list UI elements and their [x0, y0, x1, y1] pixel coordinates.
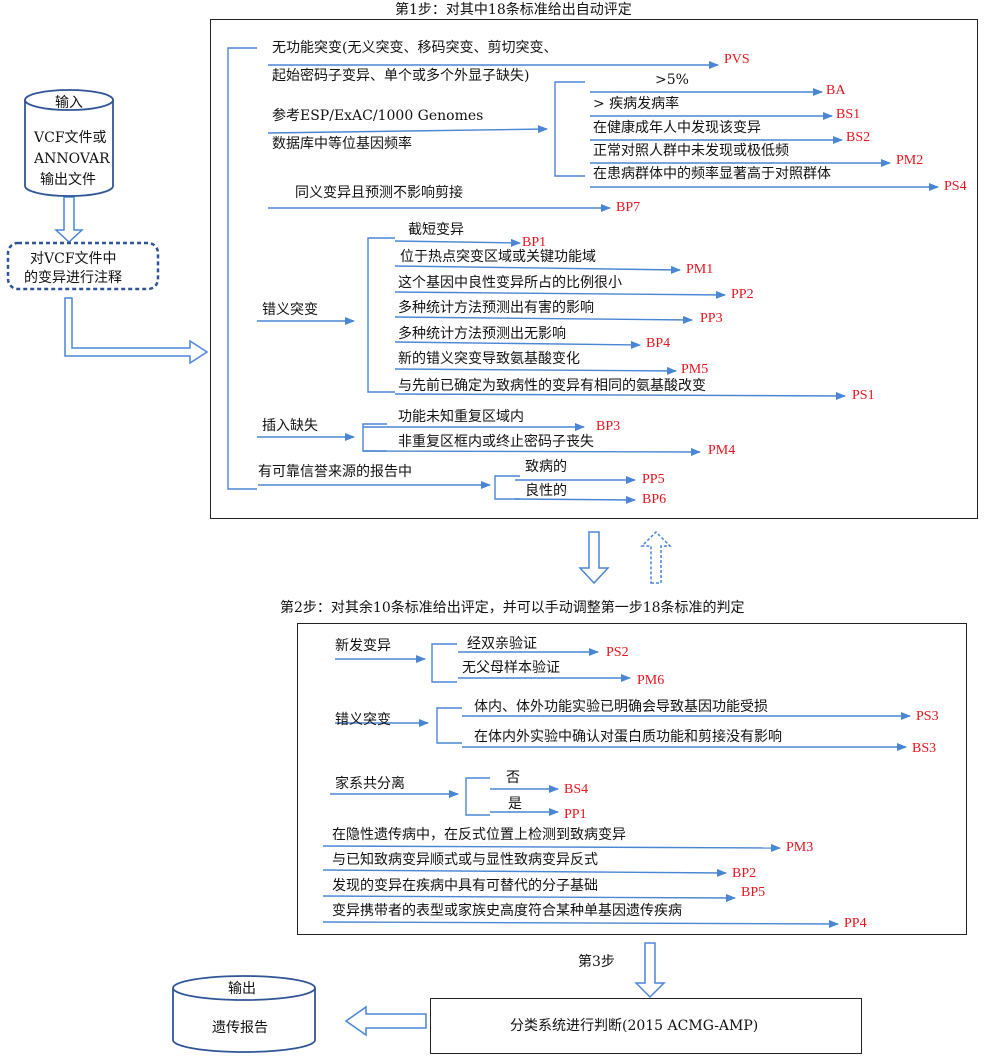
output-label: 遗传报告: [212, 1020, 268, 1036]
step1-box: [210, 19, 978, 519]
annotation-box: [6, 241, 160, 291]
missense-branch-label: 截短变异: [408, 222, 464, 238]
code-pp3: PP3: [700, 311, 723, 326]
step2-row-label: 在隐性遗传病中，在反式位置上检测到致病变异: [332, 827, 626, 843]
code-bp2: BP2: [732, 866, 757, 881]
code-ps4: PS4: [944, 179, 967, 194]
missense2-label: 错义突变: [335, 712, 391, 728]
output-cylinder-top: [172, 975, 316, 1001]
code-bs4: BS4: [564, 782, 589, 797]
synonymous-label: 同义变异且预测不影响剪接: [295, 185, 463, 201]
input-line2: ANNOVAR: [34, 151, 110, 167]
down-arrow-input: [54, 196, 84, 244]
step3-title: 第3步: [578, 954, 615, 970]
pop-branch-label: > 疾病发病率: [593, 96, 680, 112]
missense2-branch-label: 体内、体外功能实验已明确会导致基因功能受损: [474, 699, 768, 715]
lof-line1: 无功能突变(无义突变、移码突变、剪切突变、: [272, 40, 558, 56]
step2-row-label: 发现的变异在疾病中具有可替代的分子基础: [332, 878, 598, 894]
missense2-branch-label: 在体内外实验中确认对蛋白质功能和剪接没有影响: [474, 729, 782, 745]
code-ps2: PS2: [606, 645, 629, 660]
code-bp3: BP3: [596, 419, 621, 434]
output-title: 输出: [228, 981, 256, 997]
classify-box: [430, 998, 862, 1054]
missense-branch-label: 这个基因中良性变异所占的比例很小: [398, 275, 622, 291]
code-bs2: BS2: [846, 130, 871, 145]
code-pp2: PP2: [731, 287, 754, 302]
missense-branch-label: 位于热点突变区域或关键功能域: [400, 249, 596, 265]
denovo-branch-label: 无父母样本验证: [462, 660, 560, 676]
code-pp5: PP5: [642, 472, 665, 487]
code-bs1: BS1: [836, 107, 861, 122]
code-pvs: PVS: [724, 52, 750, 67]
input-line1: VCF文件或: [34, 130, 107, 146]
code-pm3: PM3: [786, 840, 814, 855]
coseg-branch-label: 是: [508, 796, 522, 812]
code-ps3: PS3: [916, 709, 939, 724]
step2-box: [297, 623, 967, 935]
lof-line2: 起始密码子变异、单个或多个外显子缺失): [272, 68, 530, 84]
report-label: 有可靠信誉来源的报告中: [258, 464, 412, 480]
report-branch-label: 良性的: [525, 483, 567, 499]
input-cylinder-body: [24, 100, 114, 197]
input-cylinder-top: [24, 89, 114, 111]
left-arrow-output: [344, 1005, 427, 1037]
missense-branch-label: 多种统计方法预测出无影响: [398, 326, 566, 342]
code-pp1: PP1: [564, 807, 587, 822]
report-branch-label: 致病的: [525, 459, 567, 475]
missense-branch-label: 新的错义突变导致氨基酸变化: [398, 351, 580, 367]
code-pm6: PM6: [637, 673, 665, 688]
pop-branch-label: 在患病群体中的频率显著高于对照群体: [593, 166, 831, 182]
pop-branch-label: 正常对照人群中未发现或极低频: [593, 143, 789, 159]
up-arrow-dashed: [640, 530, 672, 584]
code-ps1: PS1: [852, 388, 875, 403]
step2-row-label: 与已知致病变异顺式或与显性致病变异反式: [332, 852, 598, 868]
classify-label: 分类系统进行判断(2015 ACMG-AMP): [510, 1018, 759, 1034]
indel-branch-label: 非重复区框内或终止密码子丧失: [398, 434, 594, 450]
pop-branch-label: 在健康成年人中发现该变异: [593, 120, 761, 136]
pop-line1: 参考ESP/ExAC/1000 Genomes: [272, 108, 484, 124]
coseg-label: 家系共分离: [335, 776, 405, 792]
input-line3: 输出文件: [40, 172, 96, 188]
step2-title: 第2步：对其余10条标准给出评定，并可以手动调整第一步18条标准的判定: [280, 600, 745, 616]
flow-arrows: [54, 196, 666, 1037]
step1-title: 第1步：对其中18条标准给出自动评定: [395, 2, 632, 18]
code-ba: BA: [826, 83, 846, 98]
arrows-step2: [322, 648, 911, 928]
brackets-step2: [431, 643, 490, 816]
denovo-branch-label: 经双亲验证: [467, 636, 537, 652]
cylinders: [24, 89, 316, 1053]
indel-label: 插入缺失: [262, 418, 318, 434]
down-arrow-step1: [578, 531, 610, 585]
code-pm5: PM5: [681, 362, 709, 377]
arrows-step1: [257, 61, 939, 504]
down-arrow-step3: [634, 942, 666, 999]
code-bp1: BP1: [522, 235, 547, 250]
missense-branch-label: 与先前已确定为致病性的变异有相同的氨基酸改变: [398, 378, 706, 394]
code-pm4: PM4: [708, 443, 736, 458]
step2-row-label: 变异携带者的表型或家族史高度符合某种单基因遗传疾病: [332, 903, 682, 919]
brackets-step1: [227, 47, 585, 500]
missense-branch-label: 多种统计方法预测出有害的影响: [398, 300, 594, 316]
indel-branch-label: 功能未知重复区域内: [398, 409, 524, 425]
annotation-line1: 对VCF文件中: [30, 251, 117, 267]
coseg-branch-label: 否: [506, 770, 520, 786]
code-bp4: BP4: [646, 336, 671, 351]
code-bp7: BP7: [616, 200, 641, 215]
code-pp4: PP4: [844, 916, 867, 931]
denovo-label: 新发变异: [335, 638, 391, 654]
annotation-line2: 的变异进行注释: [24, 270, 122, 286]
code-pm2: PM2: [896, 153, 924, 168]
arrow-to-step1: [64, 297, 209, 365]
missense-label: 错义突变: [262, 302, 318, 318]
input-title: 输入: [55, 95, 83, 111]
pop-line2: 数据库中等位基因频率: [272, 136, 412, 152]
code-bp6: BP6: [642, 492, 667, 507]
output-cylinder-body: [172, 988, 316, 1053]
code-bp5: BP5: [741, 885, 766, 900]
pop-branch-label: >5%: [655, 72, 689, 88]
code-pm1: PM1: [686, 262, 714, 277]
code-bs3: BS3: [912, 741, 937, 756]
